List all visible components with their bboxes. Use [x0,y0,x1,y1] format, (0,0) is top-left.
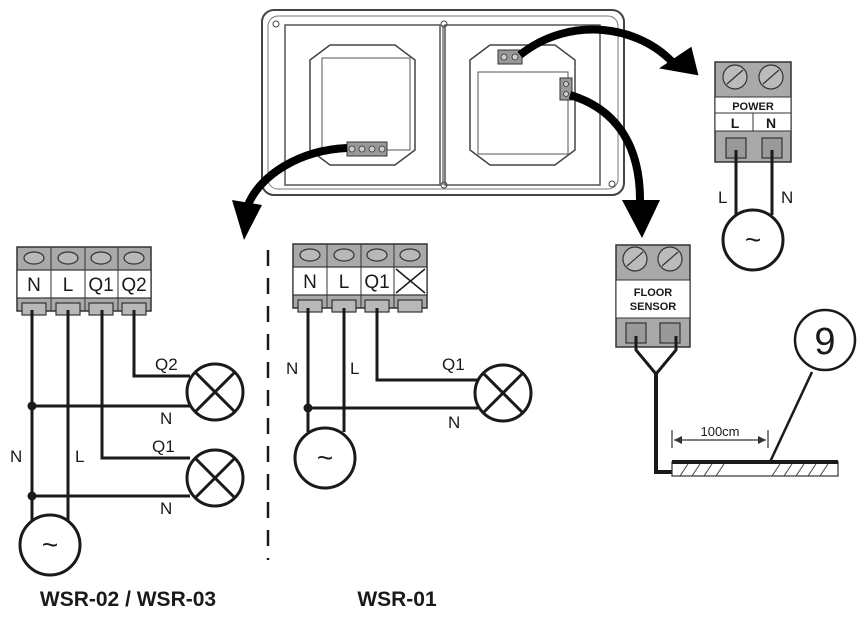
wsr02-label-n-left: N [10,447,22,466]
power-header: POWER [732,101,774,113]
left-module-terminal-block [346,141,388,157]
floor-sensor-header-2: SENSOR [630,301,677,313]
wsr02-clamp-row [21,302,147,316]
power-wires [734,150,774,215]
wsr01-lamp-q1 [473,363,533,423]
wsr02-terminal-q1: Q1 [88,275,113,296]
floor-sensor-cable [634,336,735,474]
callout-9: 9 [768,308,857,463]
wsr02-lamp-q1 [185,448,245,508]
wsr01-terminal-unused-icon [395,268,426,294]
wsr02-terminal-q2: Q2 [121,275,146,296]
wsr01-terminal-block: N L Q1 [292,243,428,313]
wsr01-label-n-right: N [448,413,460,432]
wsr01-terminal-q1: Q1 [364,272,389,293]
power-terminal-l: L [731,115,740,131]
arrow-to-power-terminal [517,25,699,76]
wsr01-wires [303,308,478,432]
wsr02-terminal-n: N [27,275,41,296]
wsr02-lamp-q2 [185,362,245,422]
ac-symbol: ~ [42,529,58,560]
floor-sensor-header-1: FLOOR [634,287,673,299]
power-label-l: L [718,188,727,207]
wsr02-terminal-l: L [63,275,74,296]
wsr02-screw-row [23,251,145,265]
wsr01-title: WSR-01 [357,588,437,611]
wsr02-terminal-block: N L Q1 Q2 [16,246,152,316]
floor-sensor-terminal-block: FLOOR SENSOR [615,244,691,348]
distance-dimension: 100cm [671,424,769,448]
wsr01-terminal-l: L [339,272,350,293]
floor-slab [671,460,839,477]
wsr01-label-l-left: L [350,359,359,378]
callout-number: 9 [814,321,835,363]
power-terminal-n: N [766,115,776,131]
wsr01-label-q1: Q1 [442,355,465,374]
wsr02-title: WSR-02 / WSR-03 [40,588,216,611]
wsr02-label-n-bottom: N [160,499,172,518]
distance-label: 100cm [700,424,739,439]
wsr01-label-n-left: N [286,359,298,378]
right-module-sensor-terminal [559,77,573,101]
power-label-n: N [781,188,793,207]
power-terminal-block: POWER L N [714,61,792,163]
wsr02-wires [27,310,190,532]
ac-symbol: ~ [745,224,761,255]
ac-symbol: ~ [317,442,333,473]
wsr02-label-l-left: L [75,447,84,466]
arrow-to-wsr-terminals [232,144,348,240]
wsr02-label-q2: Q2 [155,355,178,374]
power-screws [722,64,784,90]
right-module-power-terminal [497,49,523,65]
wsr02-ac-source: ~ [18,513,82,577]
back-plate [261,9,625,196]
wsr01-ac-source: ~ [293,426,357,490]
wsr02-label-q1: Q1 [152,437,175,456]
power-ac-source: ~ [721,208,785,272]
wsr01-terminal-n: N [303,272,317,293]
wsr02-label-n-top: N [160,409,172,428]
arrow-to-floor-sensor [568,91,660,238]
